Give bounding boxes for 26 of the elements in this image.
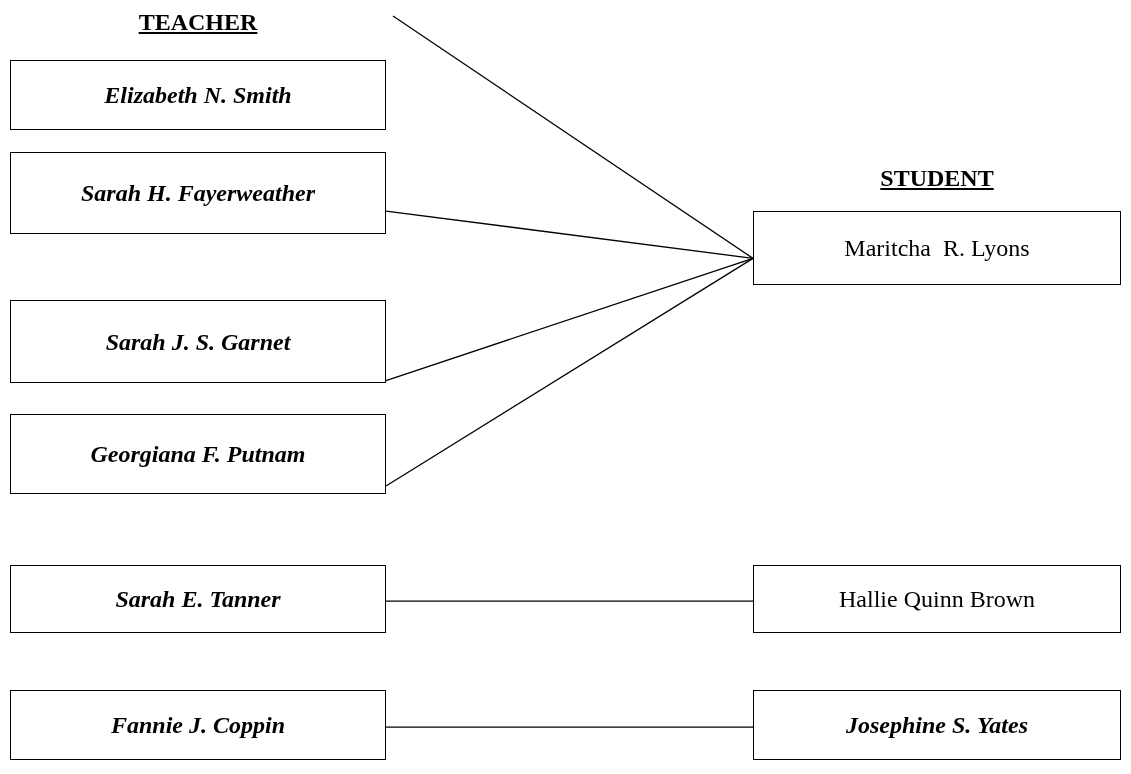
connector-line [392, 15, 754, 259]
connector-line [385, 600, 754, 602]
column-heading: TEACHER [138, 8, 258, 37]
person-name: Sarah H. Fayerweather [81, 179, 315, 208]
name-box [10, 60, 386, 130]
connector-line [385, 257, 754, 487]
name-box [10, 690, 386, 760]
connector-line [385, 726, 754, 728]
person-name: Fannie J. Coppin [110, 711, 285, 740]
name-box [10, 414, 386, 494]
person-name: Maritcha R. Lyons [844, 234, 1030, 263]
column-heading: STUDENT [880, 164, 994, 193]
name-box [10, 565, 386, 633]
person-name: Hallie Quinn Brown [839, 585, 1035, 614]
name-box [10, 152, 386, 234]
person-name: Elizabeth N. Smith [104, 81, 292, 110]
person-name: Josephine S. Yates [845, 711, 1028, 740]
name-box [753, 211, 1121, 285]
person-name: Georgiana F. Putnam [90, 440, 306, 469]
person-name: Sarah J. S. Garnet [105, 327, 291, 357]
person-name: Sarah E. Tanner [115, 585, 281, 614]
name-box [753, 690, 1121, 760]
name-box [10, 300, 386, 383]
connector-line [385, 257, 754, 382]
name-box [753, 565, 1121, 633]
connector-line [385, 210, 754, 259]
